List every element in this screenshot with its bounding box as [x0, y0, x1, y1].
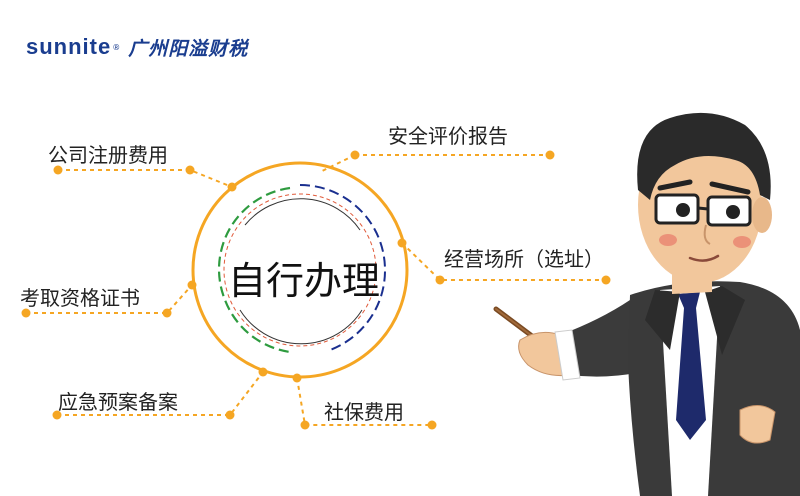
green-dashed-arc [217, 186, 291, 354]
label-business-premises: 经营场所（选址） [444, 247, 604, 271]
label-emergency-plan: 应急预案备案 [58, 390, 178, 414]
connector-business-premises [401, 242, 606, 281]
label-qualification-cert: 考取资格证书 [20, 286, 140, 310]
businessman-illustration [493, 112, 800, 496]
connector-emergency-plan [57, 371, 264, 416]
connector-safety-report-link [319, 154, 356, 173]
logo-registered-mark: ® [112, 42, 121, 52]
red-dashed-ring [223, 193, 377, 347]
inner-arc-bottom [239, 309, 363, 345]
label-safety-report: 安全评价报告 [388, 124, 508, 148]
center-title: 自行办理 [227, 259, 380, 303]
logo-brand-text: sunnite [26, 34, 112, 59]
label-company-registration: 公司注册费用 [48, 143, 168, 167]
logo-company-name: 广州阳溢财税 [128, 37, 249, 60]
brand-logo: sunnite® 广州阳溢财税 [26, 32, 248, 62]
connector-company-registration [58, 169, 233, 188]
inner-arc-top [244, 198, 361, 231]
label-social-insurance: 社保费用 [324, 400, 404, 424]
blue-dashed-arc [299, 184, 387, 351]
